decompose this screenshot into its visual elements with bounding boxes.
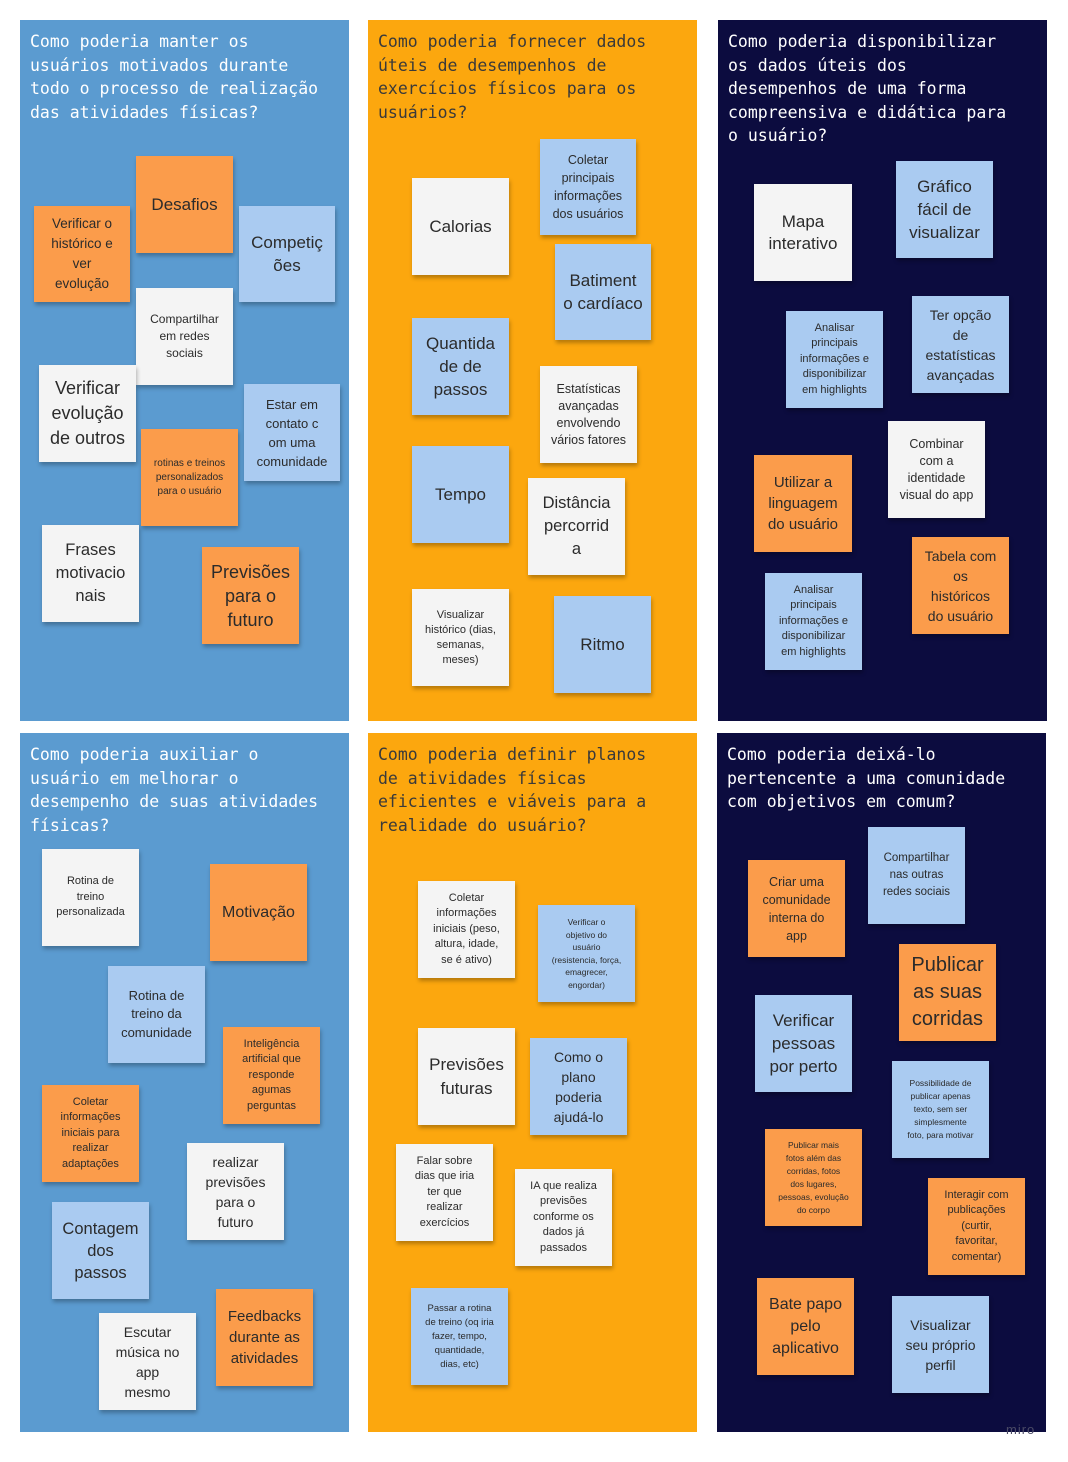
board-panel-motivation: Como poderia manter os usuários motivado…: [20, 20, 349, 721]
sticky-note[interactable]: Distância percorrid a: [528, 478, 625, 575]
sticky-note[interactable]: Desafios: [136, 156, 233, 253]
sticky-note[interactable]: Visualizar seu próprio perfil: [892, 1296, 989, 1393]
sticky-note[interactable]: Feedbacks durante as atividades: [216, 1289, 313, 1386]
board-panel-community: Como poderia deixá-lo pertencente a uma …: [717, 733, 1046, 1432]
sticky-note[interactable]: Rotina de treino personalizada: [42, 849, 139, 946]
panel-question: Como poderia deixá-lo pertencente a uma …: [727, 745, 1006, 811]
sticky-note[interactable]: Utilizar a linguagem do usuário: [754, 455, 852, 552]
sticky-note[interactable]: Analisar principais informações e dispon…: [786, 311, 883, 408]
sticky-note[interactable]: Combinar com a identidade visual do app: [888, 421, 985, 518]
sticky-note[interactable]: Visualizar histórico (dias, semanas, mes…: [412, 589, 509, 686]
sticky-note[interactable]: Verificar evolução de outros: [39, 365, 136, 462]
miro-watermark: miro: [1006, 1422, 1036, 1437]
sticky-note[interactable]: Verificar o histórico e ver evolução: [34, 206, 130, 302]
board-panel-improve-performance: Como poderia auxiliar o usuário em melho…: [20, 733, 349, 1432]
sticky-note[interactable]: Criar uma comunidade interna do app: [748, 860, 845, 957]
sticky-note[interactable]: Tempo: [412, 446, 509, 543]
sticky-note[interactable]: Verificar o objetivo do usuário (resiste…: [538, 905, 635, 1002]
sticky-note[interactable]: Passar a rotina de treino (oq iria fazer…: [411, 1288, 508, 1385]
sticky-note[interactable]: Bate papo pelo aplicativo: [757, 1278, 854, 1375]
sticky-note[interactable]: Coletar informações iniciais para realiz…: [42, 1085, 139, 1182]
panel-question: Como poderia definir planos de atividade…: [378, 745, 647, 835]
sticky-note[interactable]: Calorias: [412, 178, 509, 275]
sticky-note[interactable]: Ritmo: [554, 596, 651, 693]
sticky-note[interactable]: Publicar mais fotos além das corridas, f…: [765, 1129, 862, 1226]
sticky-note[interactable]: realizar previsões para o futuro: [187, 1143, 284, 1240]
sticky-note[interactable]: Possibilidade de publicar apenas texto, …: [892, 1061, 989, 1158]
sticky-note[interactable]: Compartilhar nas outras redes sociais: [868, 827, 965, 924]
sticky-note[interactable]: Falar sobre dias que iria ter que realiz…: [396, 1144, 493, 1241]
panel-question: Como poderia manter os usuários motivado…: [30, 32, 319, 122]
sticky-note[interactable]: Competiç ões: [239, 206, 335, 302]
sticky-note[interactable]: Compartilhar em redes sociais: [136, 288, 233, 385]
sticky-note[interactable]: Coletar informações iniciais (peso, altu…: [418, 881, 515, 978]
board-panel-performance-data: Como poderia fornecer dados úteis de des…: [368, 20, 697, 721]
sticky-note[interactable]: Tabela com os históricos do usuário: [912, 537, 1009, 634]
panel-question: Como poderia fornecer dados úteis de des…: [378, 32, 647, 122]
sticky-note[interactable]: Gráfico fácil de visualizar: [896, 161, 993, 258]
sticky-note[interactable]: Interagir com publicações (curtir, favor…: [928, 1178, 1025, 1275]
sticky-note[interactable]: Inteligência artificial que responde agu…: [223, 1027, 320, 1124]
sticky-note[interactable]: Analisar principais informações e dispon…: [765, 573, 862, 670]
board-panel-activity-plans: Como poderia definir planos de atividade…: [368, 733, 697, 1432]
sticky-note[interactable]: Publicar as suas corridas: [899, 944, 996, 1041]
sticky-note[interactable]: rotinas e treinos personalizados para o …: [141, 429, 238, 526]
sticky-note[interactable]: Estatísticas avançadas envolvendo vários…: [540, 366, 637, 463]
sticky-note[interactable]: Quantida de de passos: [412, 318, 509, 415]
panel-question: Como poderia auxiliar o usuário em melho…: [30, 745, 319, 835]
sticky-note[interactable]: Coletar principais informações dos usuár…: [540, 139, 636, 235]
board-panel-data-presentation: Como poderia disponibilizar os dados úte…: [718, 20, 1047, 721]
sticky-note[interactable]: Frases motivacio nais: [42, 525, 139, 622]
sticky-note[interactable]: Batiment o cardíaco: [555, 244, 651, 340]
sticky-note[interactable]: Escutar música no app mesmo: [99, 1313, 196, 1410]
sticky-note[interactable]: Rotina de treino da comunidade: [108, 966, 205, 1063]
sticky-note[interactable]: Contagem dos passos: [52, 1202, 149, 1299]
sticky-note[interactable]: Previsões futuras: [418, 1028, 515, 1125]
panel-question: Como poderia disponibilizar os dados úte…: [728, 32, 1007, 145]
sticky-note[interactable]: Ter opção de estatísticas avançadas: [912, 296, 1009, 393]
sticky-note[interactable]: IA que realiza previsões conforme os dad…: [515, 1169, 612, 1266]
sticky-note[interactable]: Previsões para o futuro: [202, 547, 299, 644]
sticky-note[interactable]: Como o plano poderia ajudá-lo: [530, 1038, 627, 1135]
sticky-note[interactable]: Estar em contato c om uma comunidade: [244, 384, 340, 481]
sticky-note[interactable]: Mapa interativo: [754, 184, 852, 281]
sticky-note[interactable]: Verificar pessoas por perto: [755, 995, 852, 1092]
sticky-note[interactable]: Motivação: [210, 864, 307, 961]
